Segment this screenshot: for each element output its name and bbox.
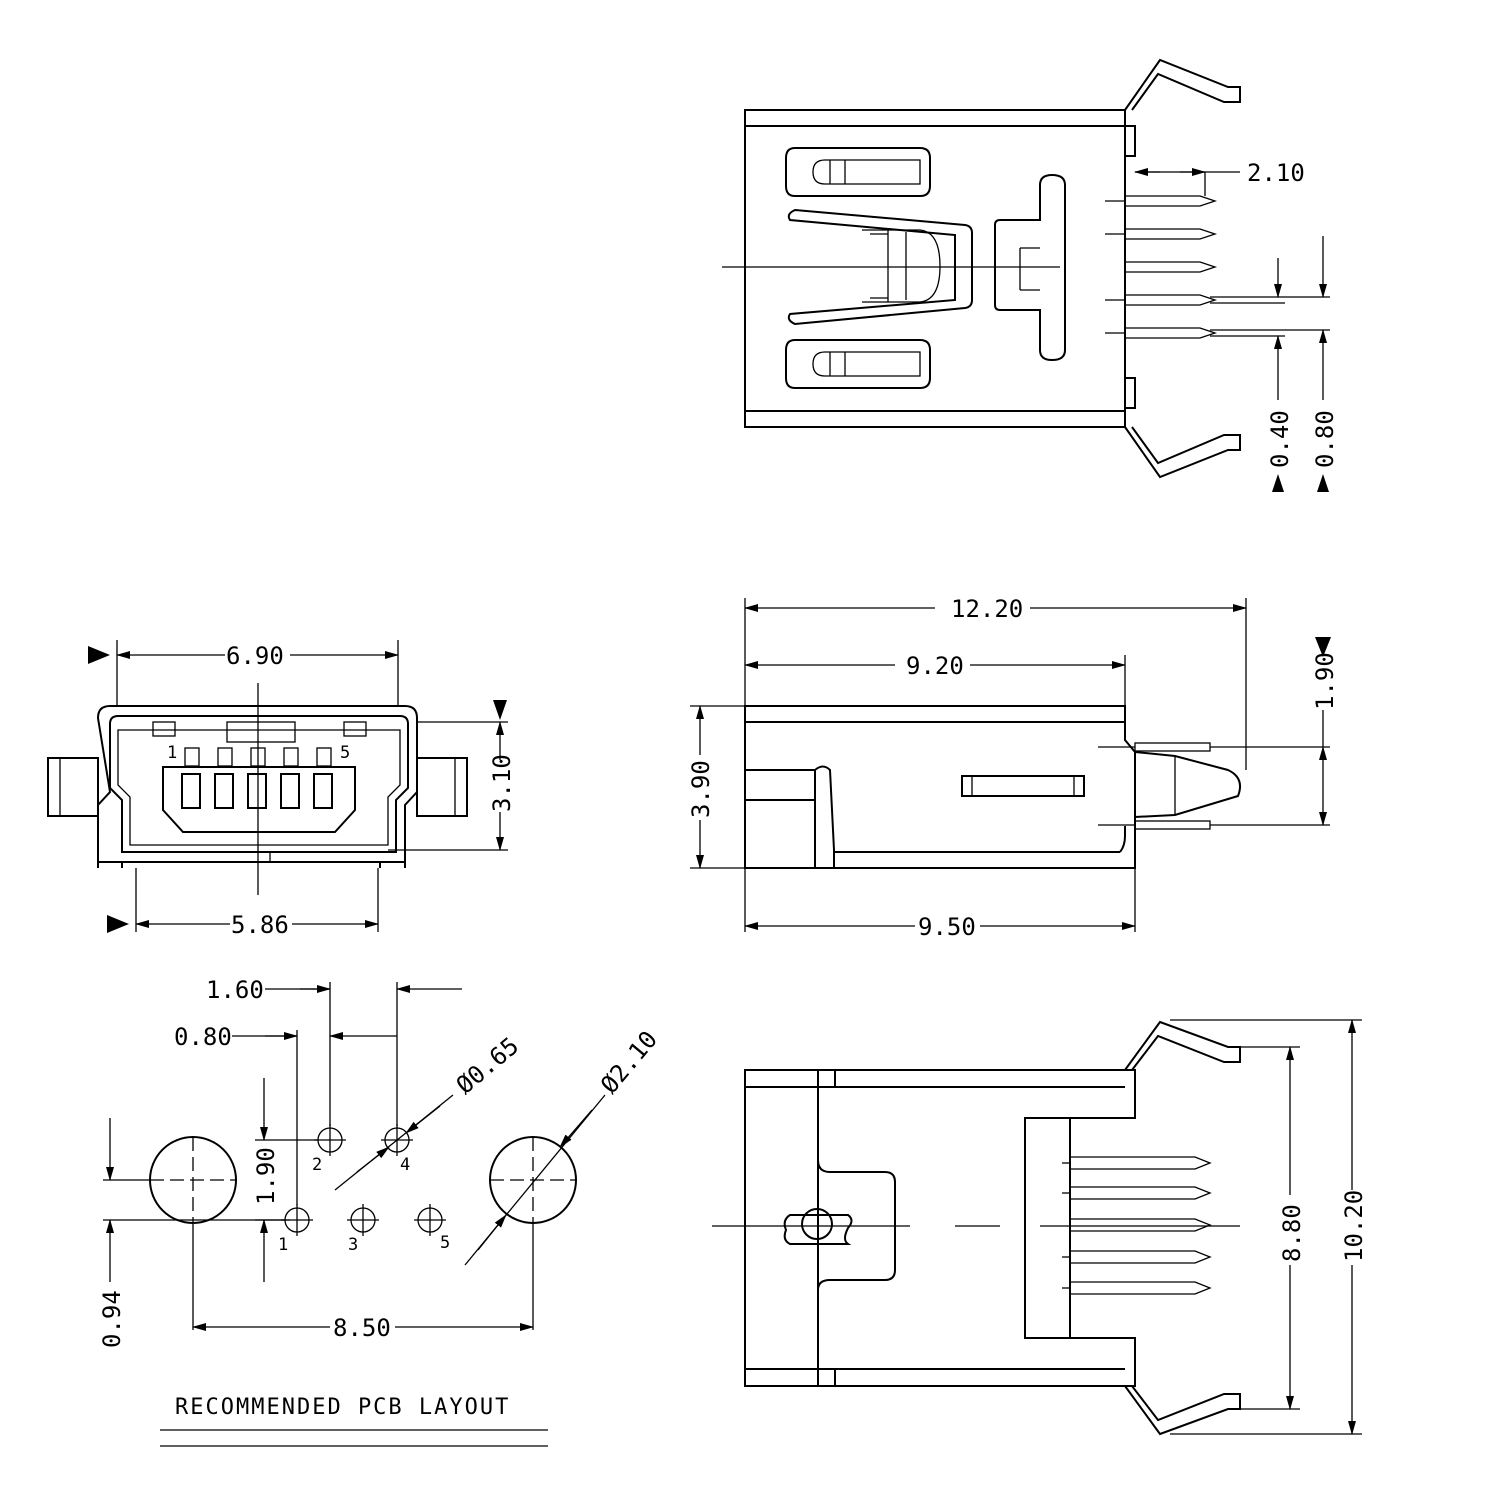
dim-pcb-small-hole: Ø0.65 xyxy=(451,1032,524,1100)
dim-front-height: 3.10 xyxy=(488,754,516,812)
front-pin-label-5: 5 xyxy=(340,743,350,763)
dim-side-total-length: 12.20 xyxy=(951,595,1023,623)
dim-pin-pitch: 0.80 xyxy=(1311,410,1339,468)
dim-pin-width: 0.40 xyxy=(1266,410,1294,468)
dim-side-height: 3.90 xyxy=(687,760,715,818)
pcb-layout-title: RECOMMENDED PCB LAYOUT xyxy=(175,1395,510,1420)
pcb-layout: 2 4 1 3 5 1.60 0.80 1.90 0.94 8.50 xyxy=(98,976,663,1447)
dim-pcb-row-spacing: 1.90 xyxy=(252,1147,280,1205)
pcb-pin-label-1: 1 xyxy=(278,1235,288,1255)
pcb-pin-label-4: 4 xyxy=(400,1155,410,1175)
pcb-pin-label-3: 3 xyxy=(348,1235,358,1255)
large-hole-right xyxy=(489,1136,577,1330)
dim-pcb-pitch-a: 1.60 xyxy=(206,976,264,1004)
dim-pin-length: 2.10 xyxy=(1247,159,1305,187)
front-view: 1 5 6.90 5.86 3.10 xyxy=(47,640,516,939)
front-pin-label-1: 1 xyxy=(167,743,177,763)
front-view-contacts xyxy=(181,747,333,809)
pcb-pin-label-2: 2 xyxy=(312,1155,322,1175)
dim-side-lead-offset: 1.90 xyxy=(1311,652,1339,710)
dim-pcb-offset: 0.94 xyxy=(98,1290,126,1348)
top-view-pins xyxy=(1105,195,1218,339)
dim-front-overall-width: 6.90 xyxy=(226,642,284,670)
small-holes xyxy=(281,1124,446,1236)
side-view: 12.20 9.20 9.50 3.90 1.90 xyxy=(687,595,1339,941)
dim-side-shell-length: 9.50 xyxy=(918,913,976,941)
bottom-view-pins xyxy=(1062,1156,1212,1295)
dim-pcb-pitch-b: 0.80 xyxy=(174,1023,232,1051)
dim-pcb-hole-span: 8.50 xyxy=(333,1314,391,1342)
dim-bottom-overall-width: 10.20 xyxy=(1340,1190,1368,1262)
dim-bottom-lead-span: 8.80 xyxy=(1278,1204,1306,1262)
large-hole-left xyxy=(149,1136,237,1330)
bottom-view: 8.80 10.20 xyxy=(712,1019,1368,1436)
dim-side-body-length: 9.20 xyxy=(906,652,964,680)
top-view: 2.10 0.40 0.80 xyxy=(722,58,1339,492)
pcb-pin-label-5: 5 xyxy=(440,1233,450,1253)
dim-front-inner-width: 5.86 xyxy=(231,911,289,939)
dim-pcb-large-hole: Ø2.10 xyxy=(595,1026,663,1099)
